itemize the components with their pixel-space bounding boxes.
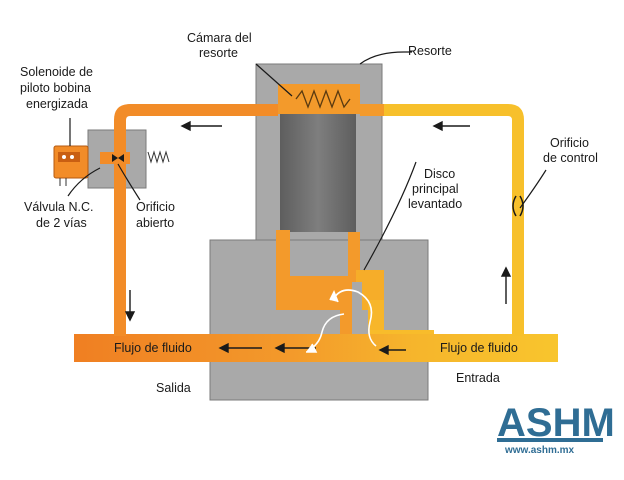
- internal-flow-arrows: [306, 289, 377, 353]
- lower-body-block: [209, 239, 429, 401]
- logo-name: ASHM: [497, 401, 615, 445]
- label-resorte: Resorte: [408, 44, 452, 58]
- pilot-valve: [53, 145, 170, 186]
- label-disco-3: levantado: [408, 197, 462, 211]
- open-orifice-symbol: [112, 154, 124, 162]
- label-entrada: Entrada: [456, 371, 500, 385]
- logo-underline: [497, 438, 603, 442]
- control-orifice: [512, 195, 524, 217]
- label-orificio-control-2: de control: [543, 151, 598, 165]
- label-valvula-1: Válvula N.C.: [24, 200, 93, 214]
- label-flujo-right: Flujo de fluido: [440, 341, 518, 355]
- pilot-spring: [147, 150, 170, 164]
- spring: [295, 89, 351, 109]
- label-orificio-abierto-1: Orificio: [136, 200, 175, 214]
- label-solenoide-2: piloto bobina: [20, 81, 91, 95]
- plunger: [280, 114, 356, 232]
- label-orificio-abierto-2: abierto: [136, 216, 174, 230]
- label-orificio-control-1: Orificio: [550, 136, 589, 150]
- ashm-logo: ASHM www.ashm.mx: [497, 401, 615, 456]
- labels: Cámara del resorte Resorte Solenoide de …: [20, 31, 598, 395]
- label-salida: Salida: [156, 381, 191, 395]
- label-disco-2: principal: [412, 182, 459, 196]
- label-valvula-2: de 2 vías: [36, 216, 87, 230]
- logo-url: www.ashm.mx: [504, 445, 575, 456]
- label-solenoide-3: energizada: [26, 97, 88, 111]
- spring-chamber: [278, 84, 360, 114]
- leader-lines: [67, 51, 547, 271]
- label-camara-1: Cámara del: [187, 31, 252, 45]
- flow-arrows: [124, 120, 512, 356]
- label-solenoide-1: Solenoide de: [20, 65, 93, 79]
- label-camara-2: resorte: [199, 46, 238, 60]
- label-disco-1: Disco: [424, 167, 455, 181]
- valve-seat: [352, 282, 362, 360]
- label-flujo-left: Flujo de fluido: [114, 341, 192, 355]
